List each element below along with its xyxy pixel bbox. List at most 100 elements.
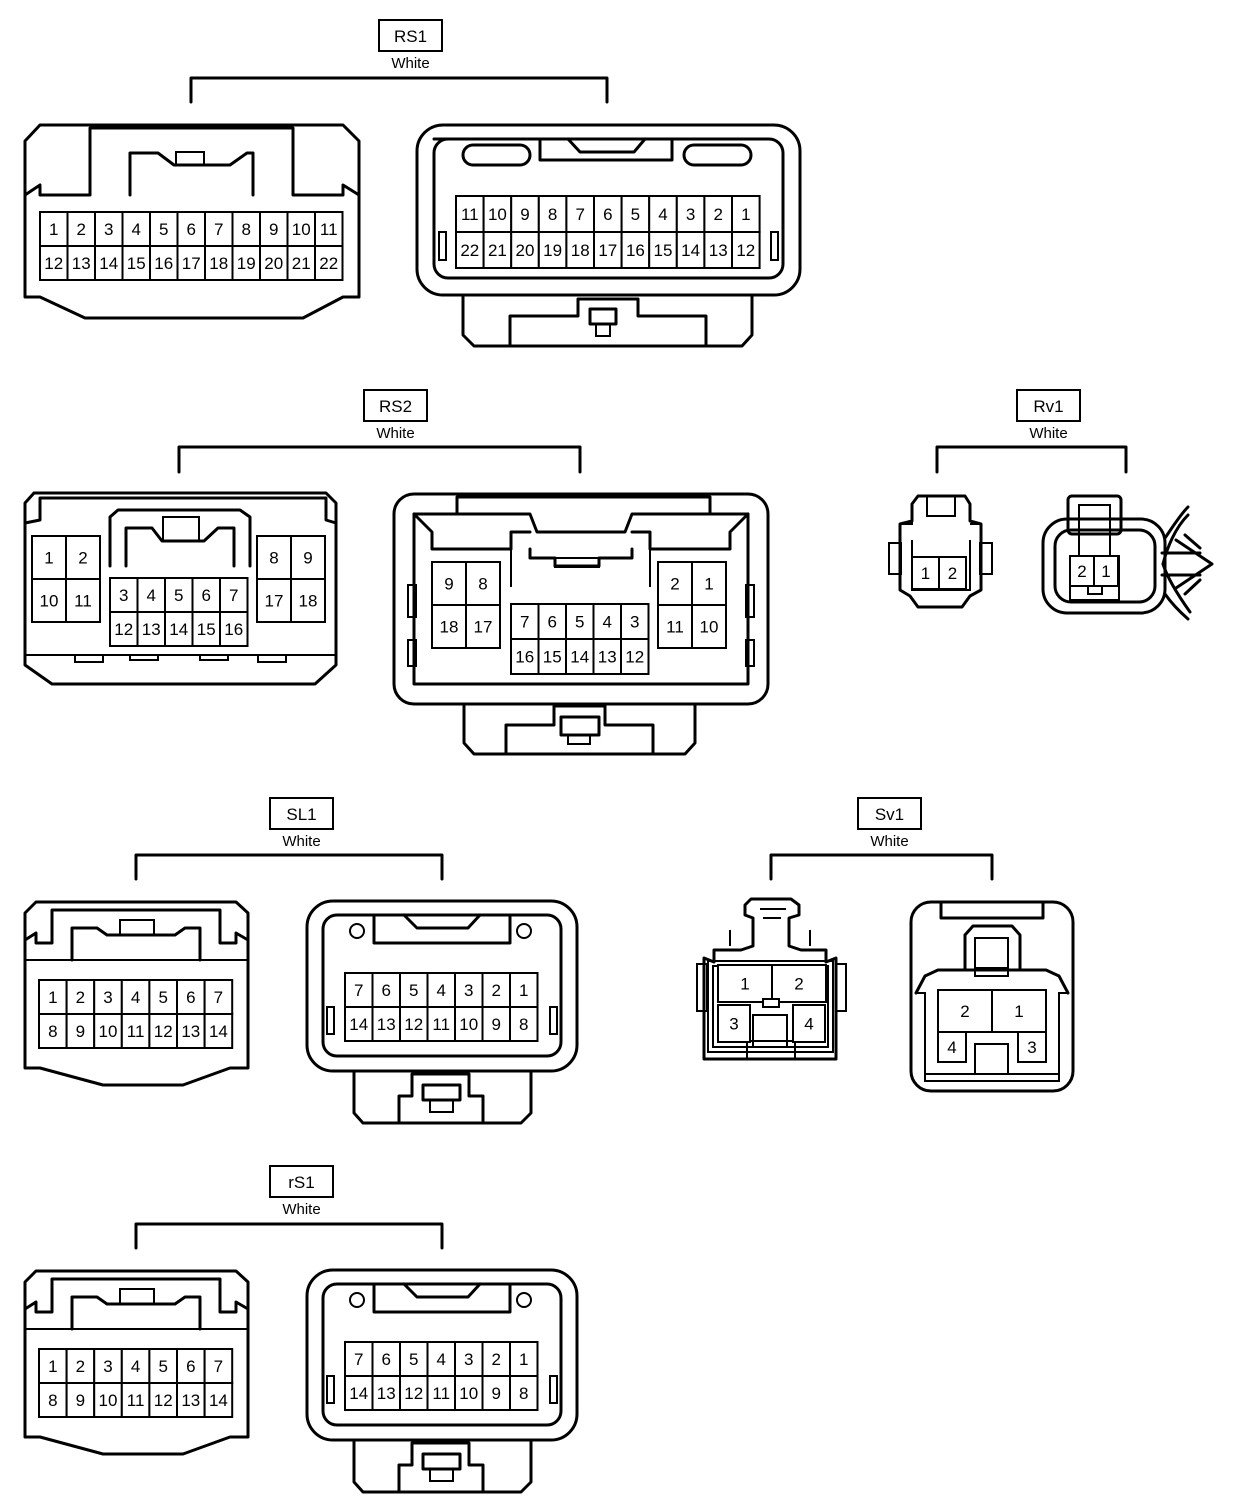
pin-number: 17 bbox=[182, 254, 201, 273]
pin-cell bbox=[771, 964, 827, 1003]
pin-number: 5 bbox=[158, 1357, 167, 1376]
pin-number: 6 bbox=[382, 981, 391, 1000]
pin-number: 7 bbox=[354, 981, 363, 1000]
pin-number: 8 bbox=[48, 1022, 57, 1041]
pin-cell bbox=[65, 1013, 96, 1049]
connector-rs2-label-box bbox=[363, 389, 428, 422]
pin-number: 19 bbox=[543, 241, 562, 260]
pin-number: 1 bbox=[921, 564, 930, 583]
pin-cell bbox=[482, 231, 513, 269]
pin-number: 2 bbox=[948, 564, 957, 583]
pin-cell bbox=[465, 561, 501, 606]
pin-number: 20 bbox=[264, 254, 283, 273]
pin-number: 4 bbox=[131, 1357, 140, 1376]
pin-number: 3 bbox=[119, 586, 128, 605]
connector-sl1-label: SL1 bbox=[286, 805, 316, 824]
pin-number: 22 bbox=[319, 254, 338, 273]
pin-number: 3 bbox=[464, 981, 473, 1000]
pin-number: 5 bbox=[409, 1350, 418, 1369]
latch-slot bbox=[752, 1014, 788, 1047]
pin-number: 1 bbox=[741, 205, 750, 224]
pin-number: 14 bbox=[681, 241, 700, 260]
connector-rv1-label-box bbox=[1016, 389, 1081, 422]
pin-number: 5 bbox=[575, 613, 584, 632]
pin-number: 4 bbox=[804, 1015, 813, 1034]
pin-number: 6 bbox=[382, 1350, 391, 1369]
pin-number: 12 bbox=[154, 1022, 173, 1041]
pin-number: 5 bbox=[158, 988, 167, 1007]
pin-number: 8 bbox=[548, 205, 557, 224]
sv1-male-housing bbox=[909, 900, 1075, 1093]
pin-number: 5 bbox=[409, 981, 418, 1000]
pin-number: 12 bbox=[114, 620, 133, 639]
pin-number: 14 bbox=[169, 620, 188, 639]
pin-cell bbox=[938, 556, 967, 590]
pin-number: 15 bbox=[197, 620, 216, 639]
pin-cell bbox=[136, 611, 166, 647]
rs2-male-housing bbox=[392, 492, 770, 756]
pin-number: 5 bbox=[174, 586, 183, 605]
connector-rs1-lower-label: rS1 bbox=[288, 1173, 314, 1192]
connector-rv1-bracket bbox=[935, 445, 1128, 474]
pin-number: 18 bbox=[440, 618, 459, 637]
pin-number: 1 bbox=[740, 975, 749, 994]
pin-number: 18 bbox=[209, 254, 228, 273]
pin-number: 1 bbox=[44, 549, 53, 568]
pin-number: 5 bbox=[631, 205, 640, 224]
key-notch bbox=[762, 998, 780, 1008]
pin-cell bbox=[593, 231, 623, 269]
pin-number: 19 bbox=[237, 254, 256, 273]
pin-number: 3 bbox=[630, 613, 639, 632]
pin-number: 4 bbox=[947, 1038, 956, 1057]
pin-number: 17 bbox=[598, 241, 617, 260]
pin-number: 18 bbox=[299, 592, 318, 611]
pin-cell bbox=[431, 561, 467, 606]
pin-number: 8 bbox=[519, 1015, 528, 1034]
pin-cell bbox=[620, 638, 650, 675]
pin-number: 9 bbox=[269, 220, 278, 239]
pin-number: 14 bbox=[99, 254, 118, 273]
pin-cell bbox=[431, 604, 467, 649]
connector-sl1-bracket bbox=[134, 853, 444, 881]
pin-cell bbox=[465, 604, 501, 649]
pin-number: 18 bbox=[571, 241, 590, 260]
connector-sv1-label: Sv1 bbox=[875, 805, 904, 824]
sl1-male-housing bbox=[305, 899, 579, 1125]
pin-number: 4 bbox=[658, 205, 667, 224]
connector-rs2-label: RS2 bbox=[379, 397, 412, 416]
connector-sv1-bracket bbox=[769, 853, 994, 881]
pin-cell bbox=[717, 1004, 751, 1043]
rs2-female-housing bbox=[23, 491, 338, 686]
pin-cell bbox=[620, 231, 651, 269]
pin-number: 7 bbox=[214, 1357, 223, 1376]
pin-number: 8 bbox=[269, 549, 278, 568]
pin-cell bbox=[344, 1375, 374, 1411]
rs1-female-housing bbox=[23, 123, 361, 320]
pin-cell bbox=[481, 1006, 511, 1042]
pin-number: 11 bbox=[320, 220, 338, 239]
pin-number: 9 bbox=[492, 1384, 501, 1403]
pin-number: 2 bbox=[77, 220, 86, 239]
pin-cell bbox=[120, 1382, 151, 1418]
pin-number: 2 bbox=[76, 1357, 85, 1376]
pin-number: 13 bbox=[142, 620, 161, 639]
pin-number: 10 bbox=[459, 1384, 478, 1403]
pin-cell bbox=[219, 577, 249, 613]
pin-cell bbox=[344, 1006, 374, 1042]
pin-cell bbox=[1069, 555, 1095, 587]
pin-cell bbox=[94, 211, 124, 247]
pin-cell bbox=[203, 1013, 234, 1049]
pin-number: 7 bbox=[575, 205, 584, 224]
pin-number: 1 bbox=[1014, 1002, 1023, 1021]
pin-cell bbox=[148, 1013, 178, 1049]
